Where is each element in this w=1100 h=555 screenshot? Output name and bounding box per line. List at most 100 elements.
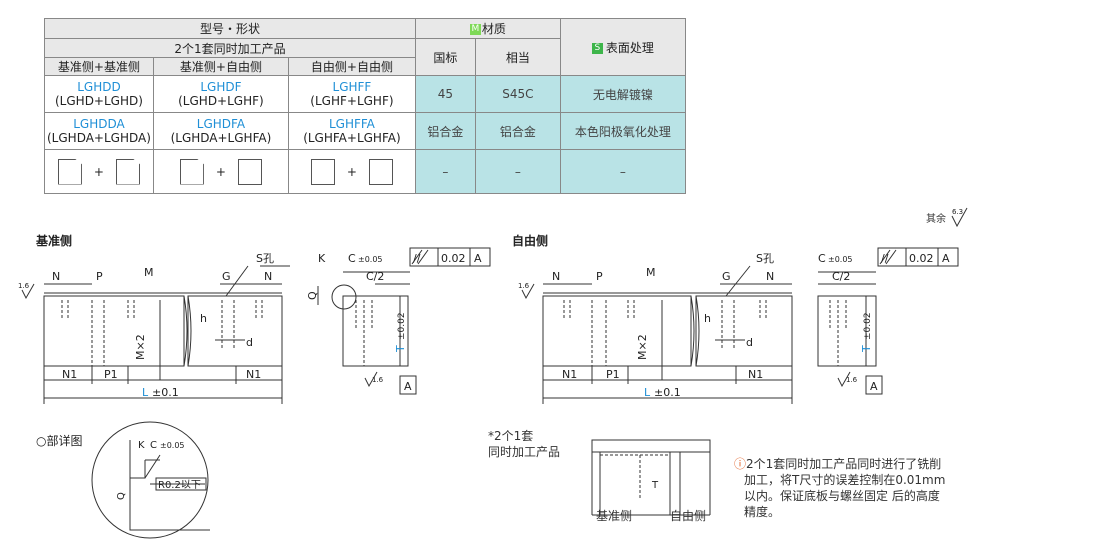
dim-G: G xyxy=(722,270,731,283)
base-side-small: 基准侧 xyxy=(596,509,633,523)
base-side-label: 基准侧 xyxy=(36,234,73,248)
free-end-body xyxy=(817,295,877,367)
dim-Mx2: M×2 xyxy=(134,334,147,360)
dim-h: h xyxy=(200,312,207,325)
tol-datum: A xyxy=(942,252,950,265)
dim-h: h xyxy=(704,312,711,325)
process-note: ⓘ2个1套同时加工产品同时进行了铣削 加工，将T尺寸的误差控制在0.01mm 以… xyxy=(734,457,946,519)
dim-N1: N1 xyxy=(748,368,763,381)
cell-r2-xiangdang: 铝合金 xyxy=(474,112,561,150)
cell-r3-xiangdang: – xyxy=(474,149,561,194)
cell-r3c3: + xyxy=(287,149,416,194)
roughness-value: 1.6 xyxy=(846,376,858,384)
free-side-small: 自由侧 xyxy=(670,509,707,523)
dim-L: L xyxy=(142,386,149,399)
cell-r1-surface: 无电解镀镍 xyxy=(559,75,686,113)
dim-L: L xyxy=(644,386,651,399)
col-guobiao: 国标 xyxy=(414,38,476,76)
dim-P: P xyxy=(96,270,103,283)
dim-P: P xyxy=(596,270,603,283)
cell-r2c2: LGHDFA(LGHDA+LGHFA) xyxy=(152,112,289,150)
free-shape-icon xyxy=(237,158,262,185)
dim-K: K xyxy=(318,252,326,265)
tol-value: 0.02 xyxy=(441,252,466,265)
dim-C: C xyxy=(818,252,826,265)
dim-M: M xyxy=(144,266,154,279)
free-shape-icon xyxy=(368,158,393,185)
dim-N1: N1 xyxy=(562,368,577,381)
dim-N: N xyxy=(552,270,560,283)
cell-r1-guobiao: 45 xyxy=(414,75,476,113)
cell-r3c1: + xyxy=(44,149,154,194)
dim-S: S孔 xyxy=(756,252,774,265)
dim-L-tol: ±0.1 xyxy=(152,386,179,399)
base-front-right-body xyxy=(187,295,283,367)
roughness-value: 6.3 xyxy=(952,208,963,216)
cell-r1c1: LGHDD(LGHD+LGHD) xyxy=(44,75,154,113)
dim-Mx2: M×2 xyxy=(636,334,649,360)
detail-label: ○部详图 xyxy=(36,434,83,448)
dim-N1: N1 xyxy=(62,368,77,381)
base-shape-icon xyxy=(179,158,204,185)
roughness-value: 1.6 xyxy=(18,282,30,290)
dim-d: d xyxy=(246,336,253,349)
cell-r3c2: + xyxy=(152,149,289,194)
dim-N: N xyxy=(52,270,60,283)
dim-d: d xyxy=(746,336,753,349)
header-product: 2个1套同时加工产品 xyxy=(44,38,416,58)
cell-r1-xiangdang: S45C xyxy=(474,75,561,113)
tol-value: 0.02 xyxy=(909,252,934,265)
cell-r3-surface: – xyxy=(559,149,686,194)
dim-C: C xyxy=(348,252,356,265)
dim-C2: C/2 xyxy=(366,270,384,283)
dim-P1: P1 xyxy=(104,368,118,381)
tol-parallel: // xyxy=(881,252,889,265)
info-icon: ⓘ xyxy=(734,457,747,471)
col-xiangdang: 相当 xyxy=(474,38,561,76)
detail-circle xyxy=(91,421,209,539)
base-shape-icon xyxy=(57,158,82,185)
base-front-left-body xyxy=(43,295,185,367)
free-front-left-body xyxy=(542,295,692,367)
pair-note: *2个1套 同时加工产品 xyxy=(488,429,561,459)
base-shape-icon xyxy=(115,158,140,185)
cell-r3-guobiao: – xyxy=(414,149,476,194)
material-badge: M xyxy=(469,24,481,35)
tol-parallel: // xyxy=(413,252,421,265)
sub-col-1: 基准侧+基准侧 xyxy=(44,57,154,76)
dim-Q: Q xyxy=(306,291,319,300)
dim-C-tol: ±0.05 xyxy=(358,255,383,264)
dim-M: M xyxy=(646,266,656,279)
dim-G: G xyxy=(222,270,231,283)
dim-T: T xyxy=(860,345,873,353)
roughness-value: 1.6 xyxy=(518,282,530,290)
dim-C-tol: ±0.05 xyxy=(828,255,853,264)
dim-N: N xyxy=(264,270,272,283)
dim-C-tol: ±0.05 xyxy=(160,441,185,450)
free-front-right-body xyxy=(695,295,793,367)
roughness-symbol-icon xyxy=(521,283,535,300)
cell-r2-surface: 本色阳极氧化处理 xyxy=(559,112,686,150)
dim-C: C xyxy=(150,440,157,451)
free-shape-icon xyxy=(310,158,335,185)
roughness-symbol-icon xyxy=(951,207,968,228)
dim-P1: P1 xyxy=(606,368,620,381)
roughness-symbol-icon xyxy=(364,371,378,388)
free-side-label: 自由侧 xyxy=(512,234,549,248)
datum-A: A xyxy=(404,380,412,393)
dim-L-tol: ±0.1 xyxy=(654,386,681,399)
tol-datum: A xyxy=(474,252,482,265)
dim-S: S孔 xyxy=(256,252,274,265)
detail-radius: R0.2以下 xyxy=(158,480,201,491)
datum-A: A xyxy=(870,380,878,393)
cell-r1c3: LGHFF(LGHF+LGHF) xyxy=(287,75,416,113)
base-end-body xyxy=(342,295,409,367)
dim-T-tol: ±0.02 xyxy=(397,312,407,340)
roughness-value: 1.6 xyxy=(372,376,384,384)
dim-T: T xyxy=(394,345,407,353)
dim-K: K xyxy=(138,440,145,451)
